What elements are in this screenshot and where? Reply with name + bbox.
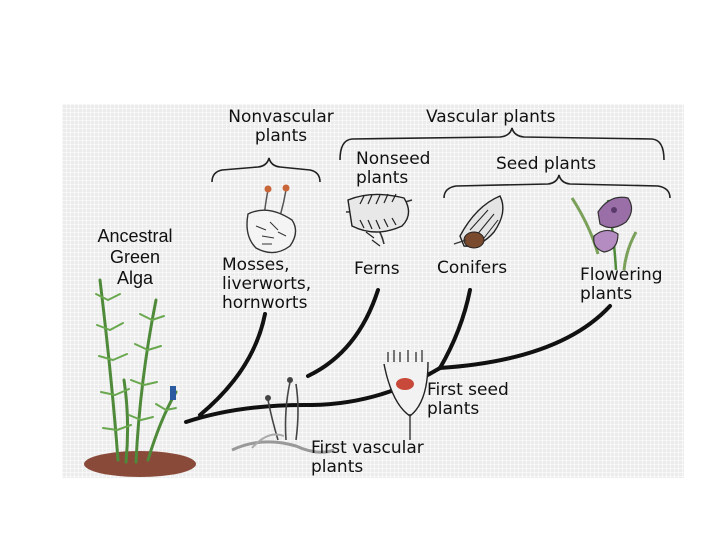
- branch-conifers: [438, 288, 472, 370]
- label-ferns: Ferns: [354, 259, 400, 279]
- ancestral-alga-illustration: [84, 278, 196, 477]
- conifer-illustration: [453, 195, 504, 249]
- bracket-nonvascular: [211, 157, 321, 183]
- flowering-plant-illustration: [570, 196, 638, 271]
- label-mosses: Mosses,liverworts,hornworts: [222, 255, 312, 313]
- moss-illustration: [246, 184, 297, 254]
- branch-mosses: [198, 312, 267, 417]
- first-vascular-plant-illustration: [231, 377, 335, 454]
- fern-illustration: [345, 193, 413, 247]
- branch-flowering: [438, 304, 612, 370]
- bracket-seed: [443, 174, 671, 199]
- branch-ferns: [306, 288, 380, 378]
- label-vascular-plants: Vascular plants: [426, 107, 556, 127]
- label-seed-plants: Seed plants: [496, 154, 597, 174]
- first-seed-plant-illustration: [383, 350, 429, 440]
- label-conifers: Conifers: [437, 258, 508, 278]
- bracket-vascular: [339, 127, 665, 161]
- group-brackets: [211, 127, 671, 199]
